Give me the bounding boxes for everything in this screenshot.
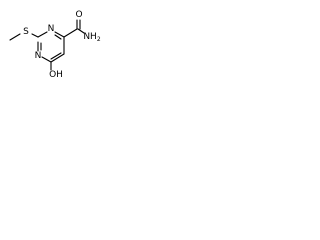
bond-c5-c6-double: [50, 52, 62, 60]
ring-nitrogen-n1-label: N: [35, 51, 42, 61]
bond-c2-n3: [37, 31, 48, 38]
bond-c2-sulfur: [31, 33, 39, 38]
bond-c5-c6: [50, 53, 65, 63]
bond-c6-n1: [41, 56, 52, 63]
bond-carbonyl-nitrogen: [77, 28, 85, 34]
bond-n3-c4: [54, 31, 65, 38]
bond-n3-c4-double: [54, 34, 62, 40]
amide-nh2-label: NH2: [83, 32, 101, 43]
oxygen-carbonyl-label: O: [75, 10, 82, 20]
amide-subscript-2: 2: [97, 36, 101, 43]
sulfur-label: S: [23, 27, 29, 37]
amide-nh-text: NH: [83, 32, 97, 42]
hydroxyl-label: OH: [49, 70, 63, 80]
bond-sulfur-methyl: [9, 33, 21, 41]
bond-c4-carbonyl: [63, 28, 78, 38]
ring-nitrogen-n3-label: N: [48, 24, 55, 34]
molecule-structure-diagram: O NH2 N N S OH: [9, 10, 101, 80]
